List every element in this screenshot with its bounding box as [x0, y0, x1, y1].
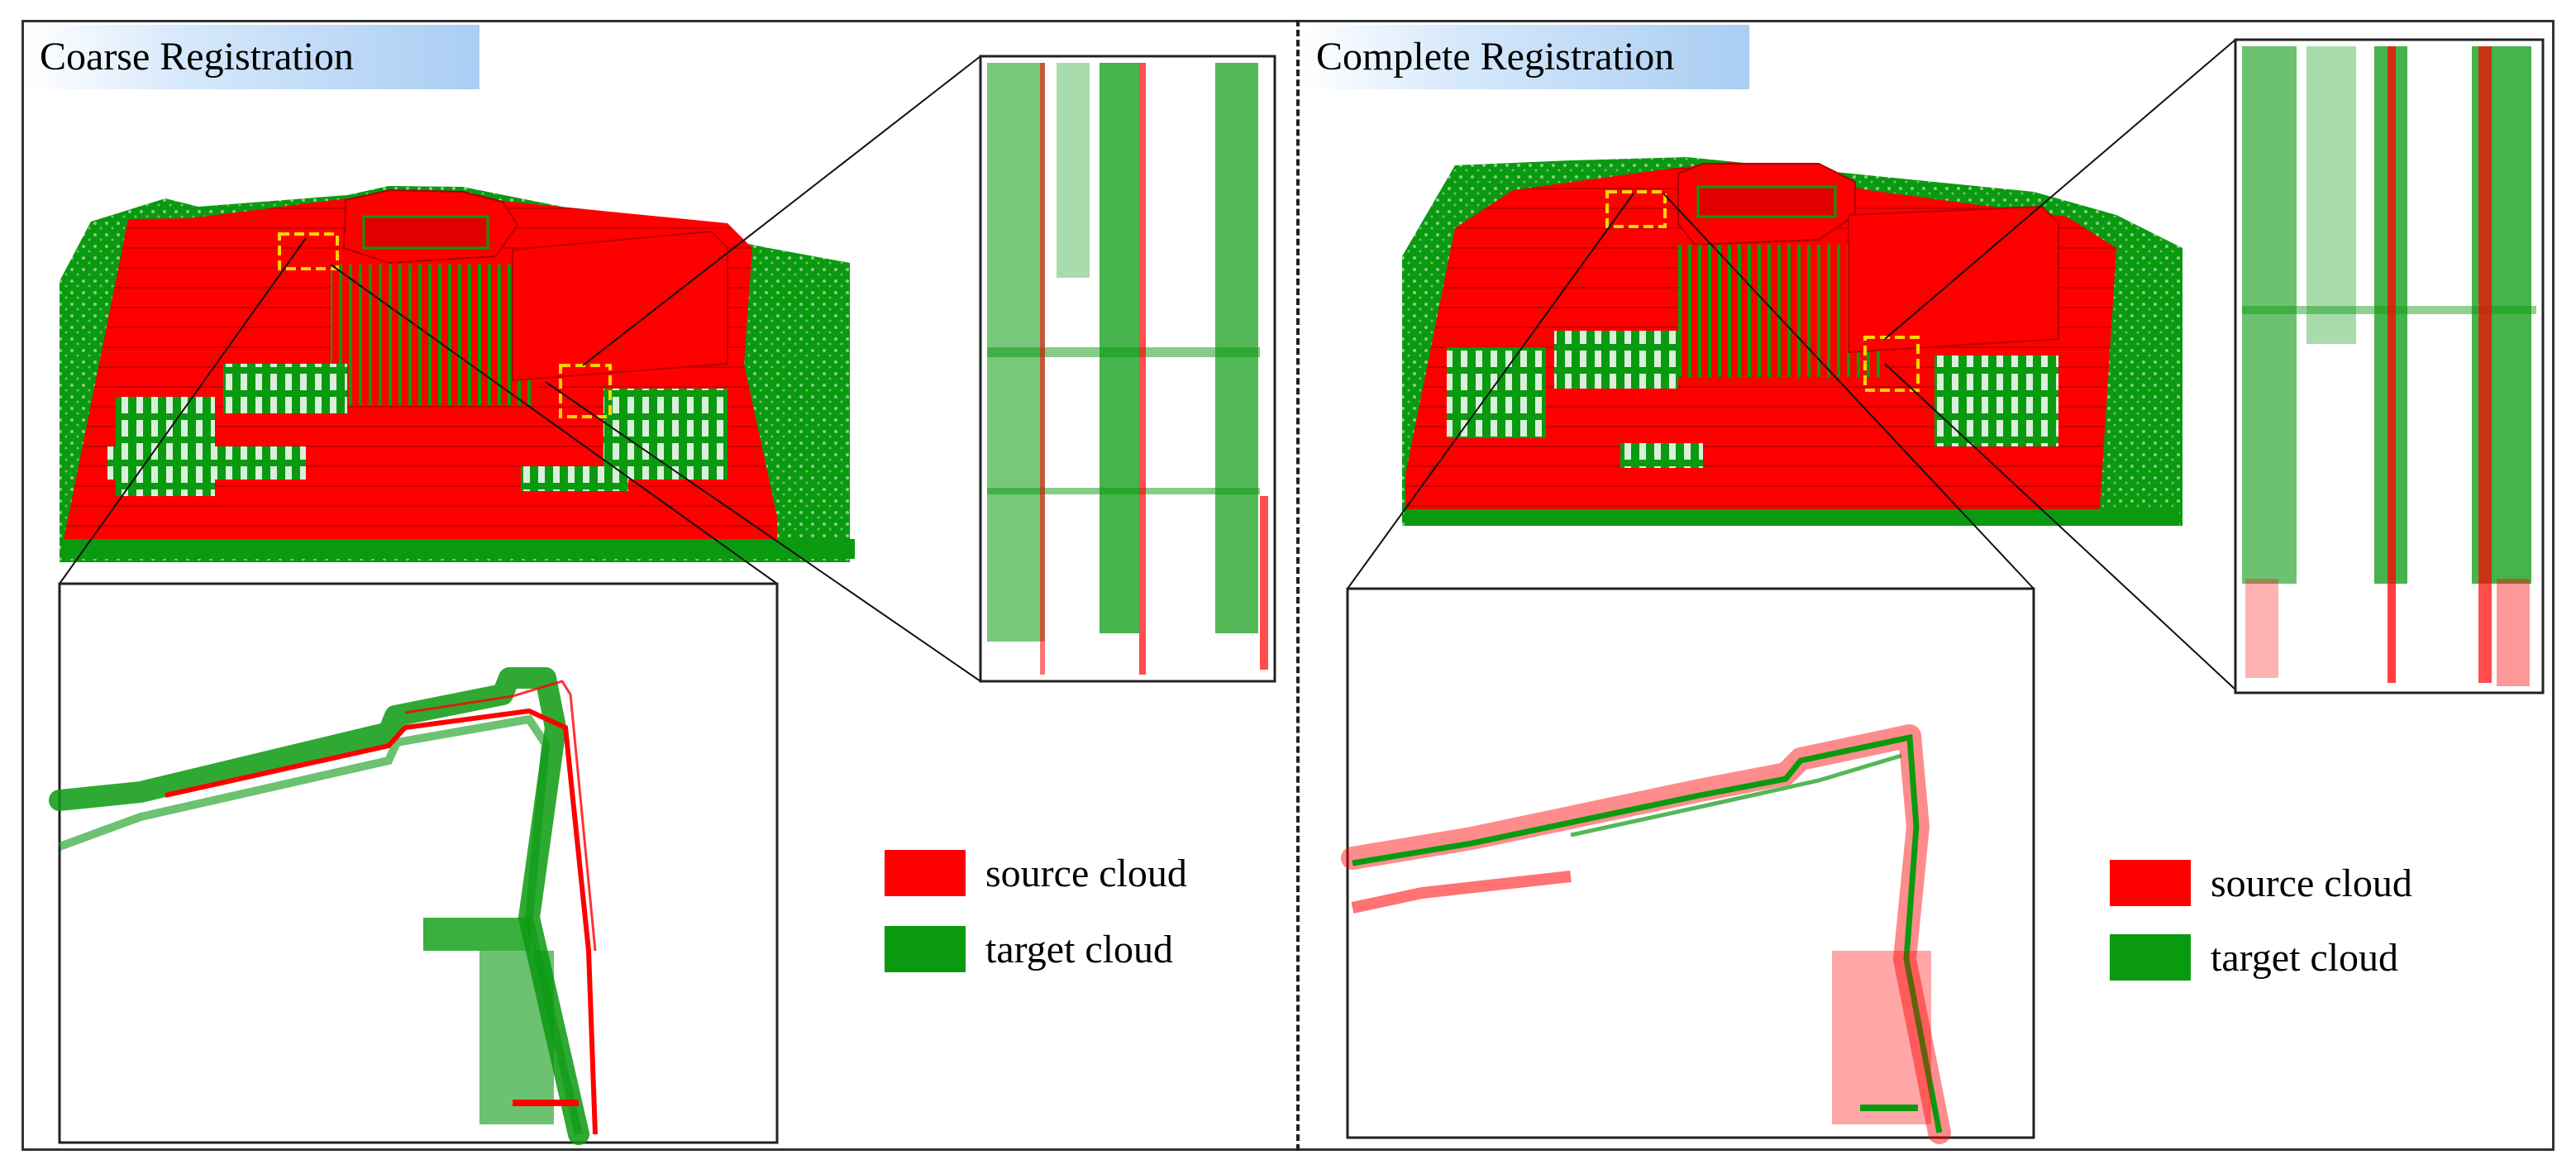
legend-target-label: target cloud	[2211, 935, 2399, 980]
coarse-panel-title: Coarse Registration	[25, 25, 479, 89]
target-swatch	[2110, 934, 2191, 981]
complete-zoom-connectors	[1347, 39, 2236, 690]
complete-corner-inset	[1341, 587, 2035, 1144]
coarse-corner-inset	[49, 582, 779, 1145]
source-swatch	[2110, 860, 2191, 906]
coarse-legend-source: source cloud	[885, 850, 1187, 896]
complete-column-inset	[2234, 38, 2545, 694]
coarse-legend-target: target cloud	[885, 926, 1173, 972]
legend-source-label: source cloud	[985, 851, 1187, 895]
figure-frame	[21, 20, 2555, 1151]
complete-legend-target: target cloud	[2110, 934, 2398, 981]
complete-legend-source: source cloud	[2110, 860, 2412, 906]
coarse-zoom-connectors	[59, 55, 981, 682]
complete-building-cloud	[1402, 157, 2182, 526]
legend-source-label: source cloud	[2211, 861, 2412, 905]
target-swatch	[885, 926, 966, 972]
legend-target-label: target cloud	[985, 927, 1174, 971]
coarse-building-cloud	[60, 186, 855, 562]
panel-divider	[1296, 20, 1300, 1151]
coarse-column-inset	[979, 55, 1276, 683]
complete-panel-title: Complete Registration	[1301, 25, 1749, 89]
source-swatch	[885, 850, 966, 896]
